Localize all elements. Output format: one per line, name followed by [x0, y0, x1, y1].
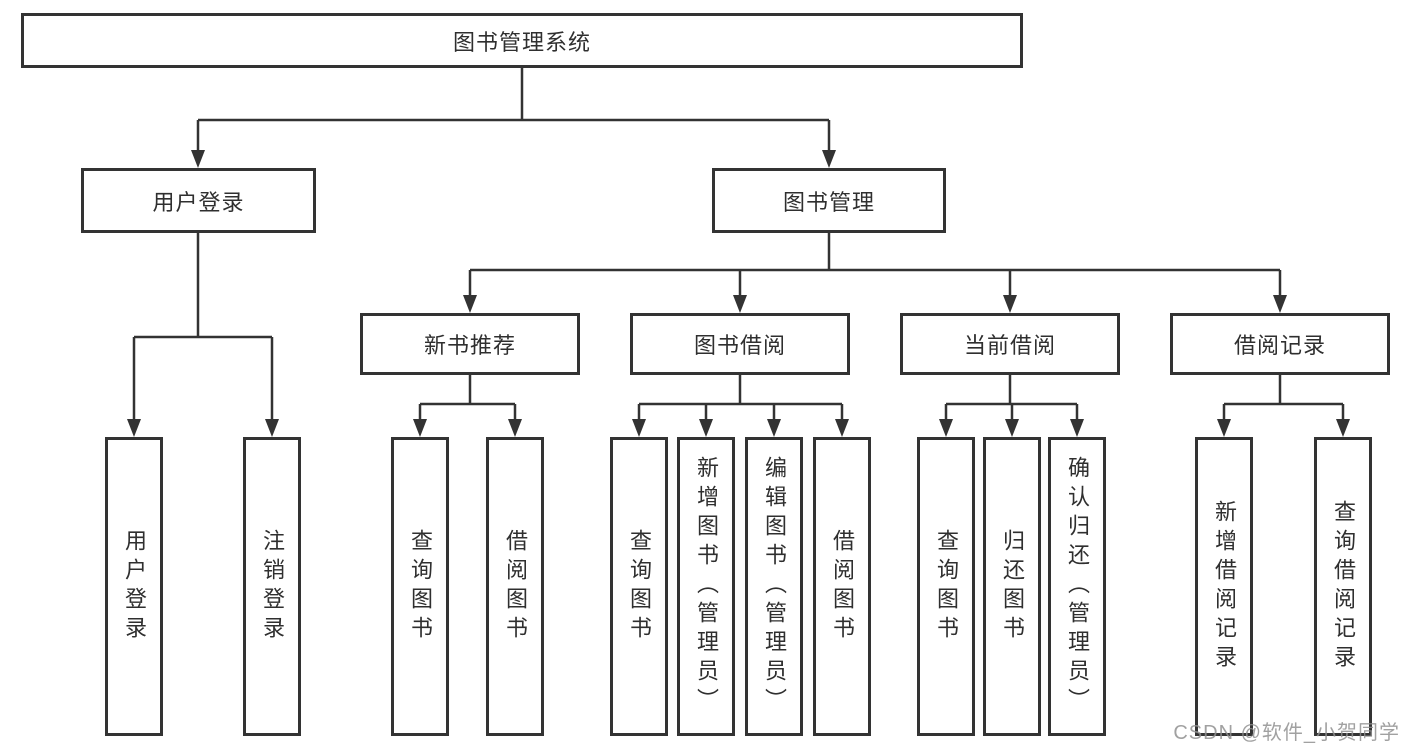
node-new-book-recommendation: 新书推荐: [360, 313, 580, 375]
node-borrow-books-recommend: 借阅图书: [486, 437, 544, 736]
node-add-borrow-record: 新增借阅记录: [1195, 437, 1253, 736]
node-user-login-label: 用户登录: [152, 189, 245, 215]
node-query-books-borrow-label: 查询图书: [627, 528, 652, 645]
node-borrow-books-leaf-label: 借阅图书: [830, 528, 855, 645]
node-query-books-recommend-label: 查询图书: [408, 528, 433, 645]
node-return-books: 归还图书: [983, 437, 1041, 736]
node-edit-books-admin: 编辑图书（管理员）: [745, 437, 803, 736]
node-current-borrowing-label: 当前借阅: [963, 333, 1056, 358]
node-book-management: 图书管理: [712, 168, 946, 233]
node-borrowing-records-label: 借阅记录: [1233, 333, 1326, 358]
node-user-login-leaf-label: 用户登录: [122, 528, 147, 645]
node-borrow-books-leaf: 借阅图书: [813, 437, 871, 736]
node-borrowing-records: 借阅记录: [1170, 313, 1390, 375]
node-add-borrow-record-label: 新增借阅记录: [1212, 499, 1237, 674]
node-logout-leaf: 注销登录: [243, 437, 301, 736]
node-borrow-books-recommend-label: 借阅图书: [503, 528, 528, 645]
node-current-borrowing: 当前借阅: [900, 313, 1120, 375]
node-user-login: 用户登录: [81, 168, 316, 233]
node-query-books-recommend: 查询图书: [391, 437, 449, 736]
node-query-borrow-record-label: 查询借阅记录: [1331, 499, 1356, 674]
node-new-book-recommendation-label: 新书推荐: [423, 333, 516, 358]
node-query-books-borrow: 查询图书: [610, 437, 668, 736]
node-logout-leaf-label: 注销登录: [260, 528, 285, 645]
node-confirm-return-admin-label: 确认归还（管理员）: [1065, 456, 1090, 717]
node-user-login-leaf: 用户登录: [105, 437, 163, 736]
node-query-books-current: 查询图书: [917, 437, 975, 736]
node-edit-books-admin-label: 编辑图书（管理员）: [762, 456, 787, 717]
node-add-books-admin: 新增图书（管理员）: [677, 437, 735, 736]
node-library-system-label: 图书管理系统: [452, 29, 591, 55]
node-book-borrowing-label: 图书借阅: [693, 333, 786, 358]
node-book-borrowing: 图书借阅: [630, 313, 850, 375]
node-query-borrow-record: 查询借阅记录: [1314, 437, 1372, 736]
node-add-books-admin-label: 新增图书（管理员）: [694, 456, 719, 717]
node-return-books-label: 归还图书: [1000, 528, 1025, 645]
node-library-system: 图书管理系统: [21, 13, 1023, 68]
node-confirm-return-admin: 确认归还（管理员）: [1048, 437, 1106, 736]
node-query-books-current-label: 查询图书: [934, 528, 959, 645]
csdn-watermark: CSDN @软件_小贺同学: [1173, 722, 1400, 744]
node-book-management-label: 图书管理: [782, 189, 875, 215]
